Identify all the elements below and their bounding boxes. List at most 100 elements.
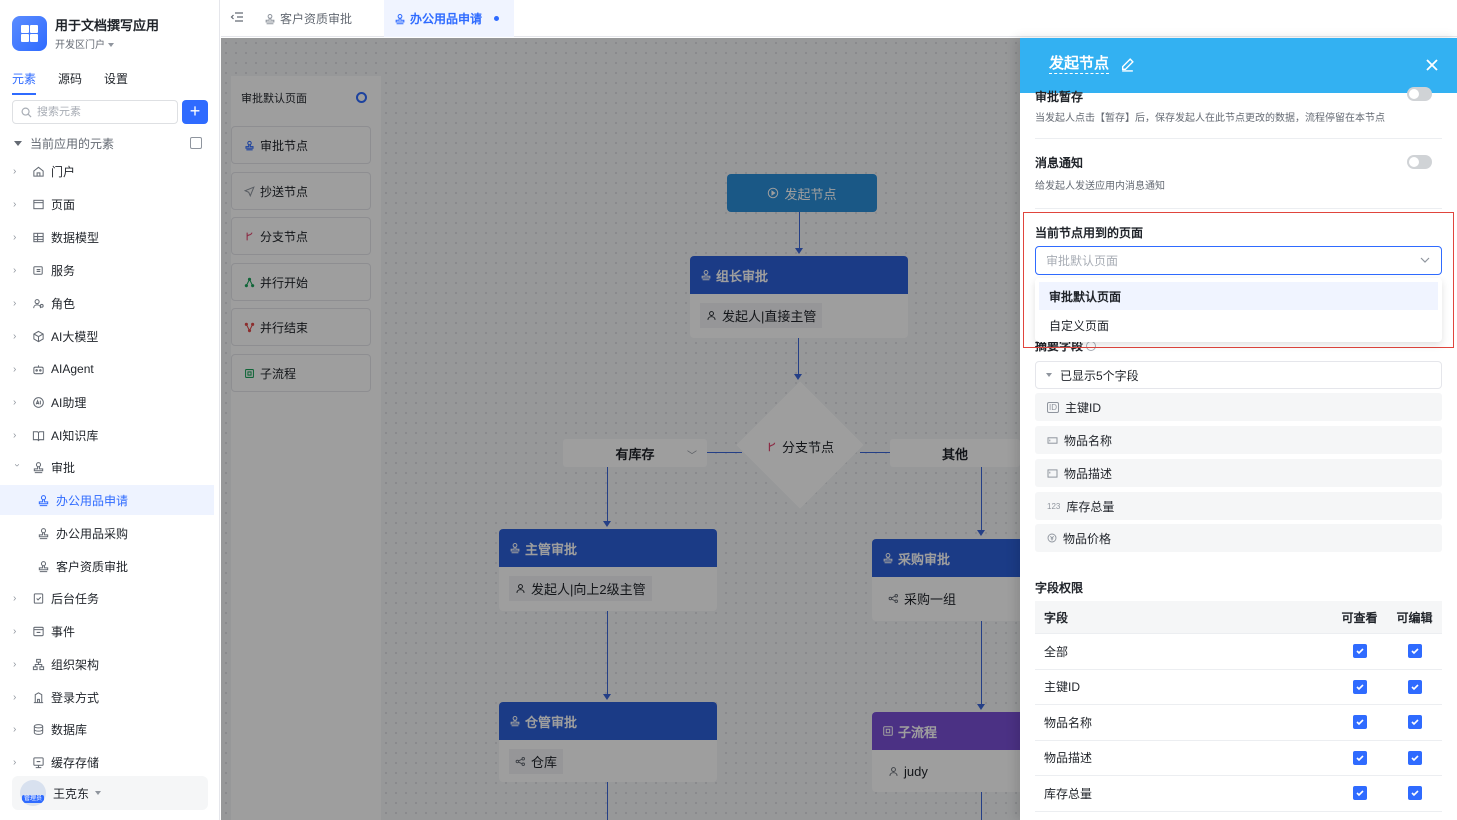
sidebar-item-approval[interactable]: ›审批 bbox=[0, 452, 214, 482]
stamp-icon bbox=[264, 13, 276, 25]
sidebar-item-customer-qualification[interactable]: 客户资质审批 bbox=[0, 551, 214, 581]
stamp-icon bbox=[36, 559, 50, 573]
draft-toggle[interactable] bbox=[1407, 87, 1432, 101]
sidebar-item-office-supply-purchase[interactable]: 办公用品采购 bbox=[0, 518, 214, 548]
sidebar-item-cache-storage[interactable]: ›缓存存储 bbox=[0, 747, 214, 777]
palette-item-branch-node[interactable]: 分支节点 bbox=[231, 217, 371, 255]
sidebar-item-roles[interactable]: ›角色 bbox=[0, 288, 214, 318]
page-option-custom[interactable]: 自定义页面 bbox=[1039, 311, 1438, 339]
assignee-chip: 发起人|直接主管 bbox=[700, 302, 823, 328]
summary-field-row[interactable]: 物品描述 bbox=[1035, 459, 1442, 487]
sidebar-item-portal[interactable]: ›门户 bbox=[0, 156, 214, 186]
sidebar: 用于文档撰写应用 开发区门户 元素 源码 设置 + 当前应用的元素 ›门户 ›页… bbox=[0, 0, 220, 820]
sidebar-item-login-methods[interactable]: ›登录方式 bbox=[0, 682, 214, 712]
editable-checkbox[interactable] bbox=[1407, 644, 1422, 659]
sidebar-item-label: 门户 bbox=[51, 164, 76, 179]
chevron-right-icon: › bbox=[13, 429, 17, 441]
field-label: 物品描述 bbox=[1064, 466, 1113, 481]
sidebar-item-services[interactable]: ›服务 bbox=[0, 255, 214, 285]
flow-node-title: 子流程 bbox=[898, 724, 938, 740]
branch-title: 分支节点 bbox=[781, 440, 834, 455]
flow-node-leader-approval[interactable]: 组长审批 发起人|直接主管 bbox=[690, 256, 908, 338]
sidebar-item-office-supply-request[interactable]: 办公用品申请 bbox=[0, 485, 214, 515]
branch-condition-other[interactable]: 其他 bbox=[890, 439, 1020, 467]
tab-office-supply-request[interactable]: 办公用品申请 bbox=[384, 0, 514, 37]
sidebar-item-ai-model[interactable]: ›AI大模型 bbox=[0, 321, 214, 351]
permissions-title: 字段权限 bbox=[1035, 581, 1084, 595]
flow-node-subprocess[interactable]: 子流程 judy bbox=[872, 712, 1032, 792]
sidebar-item-label: AI助理 bbox=[51, 395, 87, 410]
viewable-checkbox[interactable] bbox=[1352, 679, 1367, 694]
search-input[interactable] bbox=[37, 106, 167, 118]
sidebar-item-ai-assistant[interactable]: ›AI助理 bbox=[0, 387, 214, 417]
flow-node-manager-approval[interactable]: 主管审批 发起人|向上2级主管 bbox=[499, 529, 717, 611]
tab-customer-qualification[interactable]: 客户资质审批 bbox=[254, 0, 384, 37]
flow-node-warehouse-approval[interactable]: 仓管审批 仓库 bbox=[499, 702, 717, 782]
viewable-checkbox[interactable] bbox=[1352, 715, 1367, 730]
sidebar-item-events[interactable]: ›事件 bbox=[0, 616, 214, 646]
stamp-icon bbox=[509, 542, 521, 554]
add-element-button[interactable]: + bbox=[182, 100, 208, 124]
connector bbox=[799, 212, 800, 250]
editable-checkbox[interactable] bbox=[1407, 715, 1422, 730]
sidebar-item-aiagent[interactable]: ›AIAgent bbox=[0, 354, 214, 384]
editable-checkbox[interactable] bbox=[1407, 786, 1422, 801]
gear-icon[interactable] bbox=[356, 92, 367, 103]
palette-item-cc-node[interactable]: 抄送节点 bbox=[231, 172, 371, 210]
sidebar-item-org-structure[interactable]: ›组织架构 bbox=[0, 649, 214, 679]
sidebar-item-database[interactable]: ›数据库 bbox=[0, 714, 214, 744]
sidebar-item-data-model[interactable]: ›数据模型 bbox=[0, 222, 214, 252]
collapse-sidebar-icon[interactable] bbox=[230, 10, 244, 24]
tab-settings[interactable]: 设置 bbox=[104, 72, 129, 86]
branch-condition-in-stock[interactable]: 有库存﹀ bbox=[563, 439, 707, 467]
sidebar-item-ai-knowledge[interactable]: ›AI知识库 bbox=[0, 420, 214, 450]
palette-item-parallel-end[interactable]: 并行结束 bbox=[231, 308, 371, 346]
close-icon[interactable] bbox=[1425, 58, 1439, 72]
user-icon bbox=[707, 310, 716, 320]
chevron-down-icon[interactable] bbox=[108, 43, 114, 48]
summary-field-row[interactable]: 物品价格 bbox=[1035, 524, 1442, 552]
event-icon bbox=[31, 624, 45, 638]
flow-node-start[interactable]: 发起节点 bbox=[727, 174, 877, 212]
viewable-checkbox[interactable] bbox=[1352, 750, 1367, 765]
flow-node-title: 仓管审批 bbox=[525, 714, 578, 730]
condition-label: 其他 bbox=[941, 446, 968, 462]
panel-title[interactable]: 发起节点 bbox=[1049, 55, 1110, 74]
tab-source[interactable]: 源码 bbox=[58, 72, 83, 86]
flow-node-purchase-approval[interactable]: 采购审批 采购一组 bbox=[872, 539, 1032, 621]
page-select[interactable]: 审批默认页面 bbox=[1035, 246, 1442, 275]
app-header[interactable]: 用于文档撰写应用 开发区门户 bbox=[12, 16, 159, 54]
modal-overlay[interactable] bbox=[221, 38, 1021, 820]
layout-icon[interactable] bbox=[190, 137, 202, 149]
editable-checkbox[interactable] bbox=[1407, 679, 1422, 694]
sidebar-item-label: 页面 bbox=[51, 197, 76, 212]
palette-item-approval-node[interactable]: 审批节点 bbox=[231, 126, 371, 164]
connector bbox=[981, 621, 982, 706]
summary-fields-toggle[interactable]: 已显示5个字段 bbox=[1035, 361, 1442, 389]
summary-field-row[interactable]: 物品名称 bbox=[1035, 426, 1442, 454]
palette-item-parallel-start[interactable]: 并行开始 bbox=[231, 263, 371, 301]
notify-toggle[interactable] bbox=[1407, 155, 1432, 169]
editable-checkbox[interactable] bbox=[1407, 750, 1422, 765]
table-row: 全部 bbox=[1035, 634, 1442, 670]
table-icon bbox=[31, 230, 45, 244]
sidebar-item-pages[interactable]: ›页面 bbox=[0, 189, 214, 219]
subprocess-icon bbox=[882, 725, 894, 737]
sidebar-item-label: 组织架构 bbox=[51, 657, 100, 672]
user-menu[interactable]: 管理员 王克东 bbox=[12, 776, 208, 810]
tree-header[interactable]: 当前应用的元素 bbox=[14, 134, 204, 152]
sidebar-item-background-tasks[interactable]: ›后台任务 bbox=[0, 583, 214, 613]
viewable-checkbox[interactable] bbox=[1352, 786, 1367, 801]
palette-header[interactable]: 审批默认页面 bbox=[231, 76, 381, 120]
tab-elements[interactable]: 元素 bbox=[12, 70, 37, 95]
connector bbox=[607, 467, 608, 523]
field-label: 物品价格 bbox=[1063, 531, 1112, 546]
page-option-default[interactable]: 审批默认页面 bbox=[1039, 282, 1438, 310]
edit-icon[interactable] bbox=[1120, 57, 1135, 72]
role-badge: 管理员 bbox=[22, 795, 44, 803]
role-icon bbox=[31, 296, 45, 310]
palette-item-subprocess[interactable]: 子流程 bbox=[231, 354, 371, 392]
viewable-checkbox[interactable] bbox=[1352, 644, 1367, 659]
